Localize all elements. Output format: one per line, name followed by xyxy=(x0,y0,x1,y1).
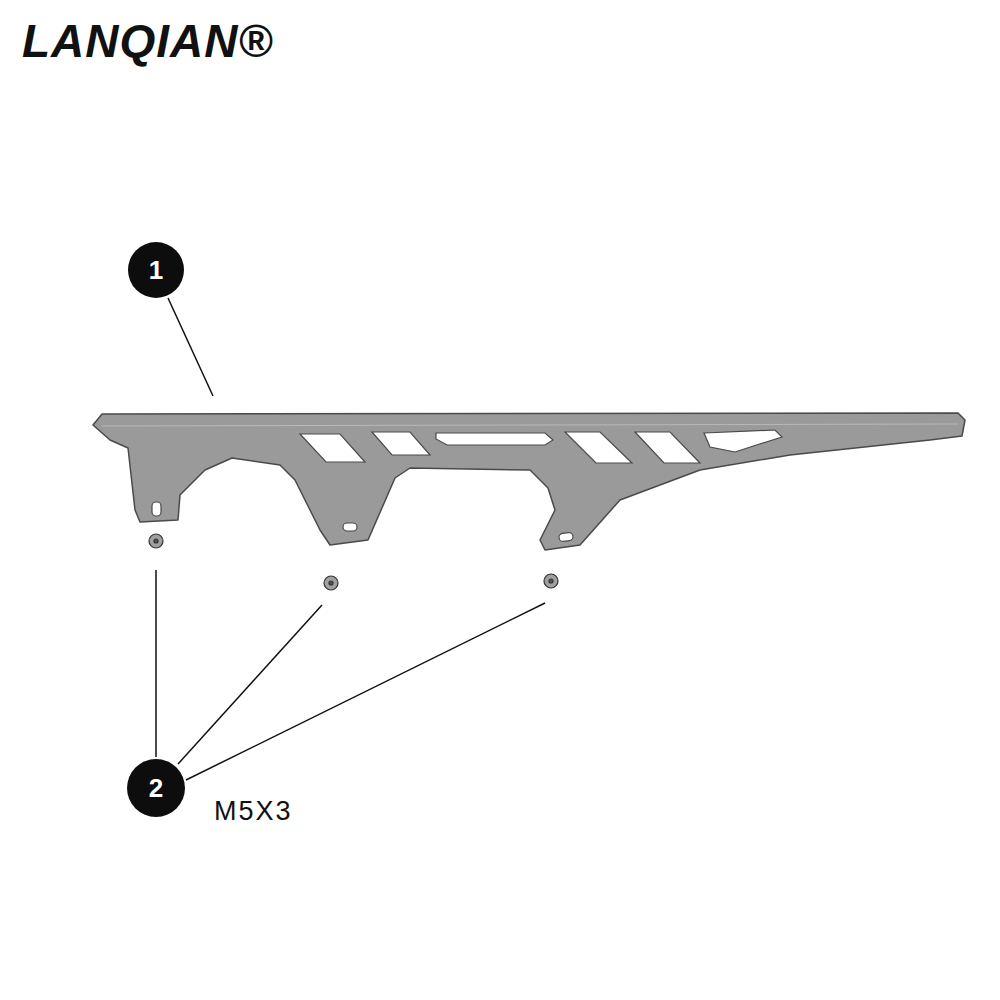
bolt-spec: M5X3 xyxy=(214,796,293,827)
guard-edge xyxy=(102,424,958,426)
chain-guard xyxy=(93,413,965,550)
m5-bolts xyxy=(149,534,558,590)
mount-holes xyxy=(152,502,573,542)
callout-number: 1 xyxy=(149,255,163,286)
vent-slots xyxy=(300,430,782,463)
brand-logo: LANQIAN® xyxy=(22,14,273,68)
callout-circle: 2 xyxy=(127,759,185,817)
callout-circle: 1 xyxy=(128,242,184,298)
leader-lines xyxy=(156,298,545,780)
callout-number: 2 xyxy=(149,773,163,804)
